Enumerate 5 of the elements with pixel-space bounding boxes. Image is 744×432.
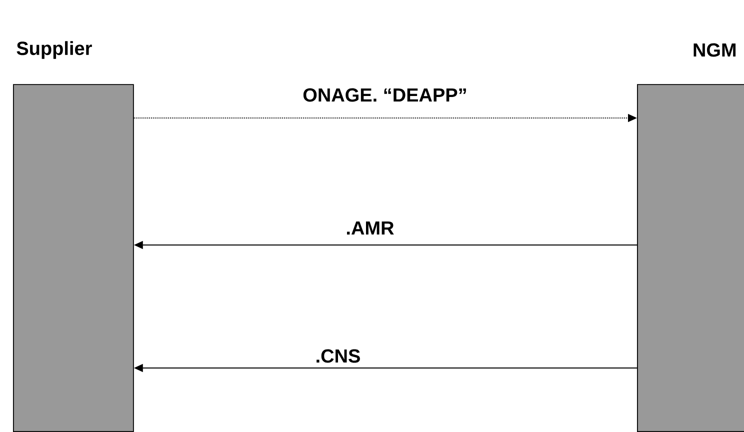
heading: Supplier <box>16 41 92 59</box>
edge-label: .AMR <box>344 220 396 236</box>
heading: NGM <box>694 43 736 57</box>
edge-label: ONAGE. “DEAPP” <box>302 87 468 103</box>
edge-label: .CNS <box>314 348 362 364</box>
